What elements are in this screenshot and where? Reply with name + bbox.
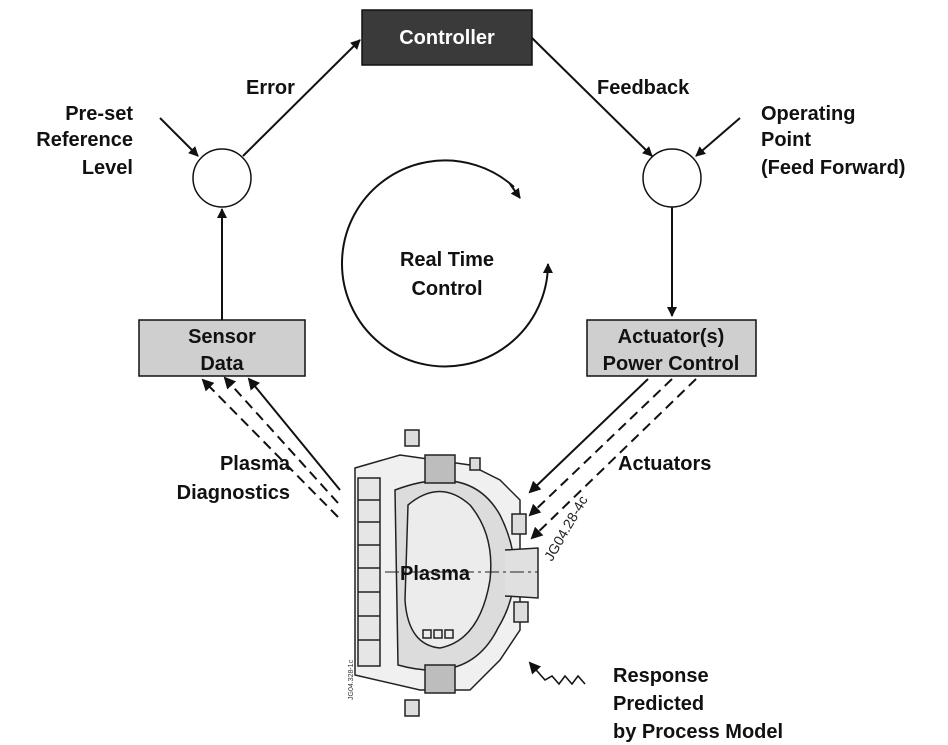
svg-text:Sensor: Sensor	[188, 326, 256, 348]
response-label: Response Predicted by Process Model	[613, 665, 783, 743]
tokamak-cross-section	[354, 429, 539, 717]
svg-text:Real Time: Real Time	[400, 249, 494, 271]
small-code-label: JG04.328-1c	[348, 659, 355, 700]
real-time-cycle-arrow	[341, 159, 553, 368]
left-summing-junction	[192, 148, 252, 208]
controller-label: Controller	[399, 27, 495, 49]
svg-text:Power Control: Power Control	[603, 353, 740, 375]
operating-point-label: Operating Point (Feed Forward)	[761, 103, 905, 179]
plasma-diagnostics-label: Plasma Diagnostics	[177, 453, 291, 504]
preset-arrow	[159, 117, 199, 157]
plasma-label: Plasma	[400, 563, 471, 585]
svg-text:Response: Response	[613, 665, 709, 687]
svg-text:Diagnostics: Diagnostics	[177, 482, 290, 504]
sensor-data-box: Sensor Data	[138, 319, 306, 377]
actuator-power-control-box: Actuator(s) Power Control	[586, 319, 757, 377]
svg-text:Pre-set: Pre-set	[65, 103, 133, 125]
operating-point-arrow	[695, 117, 741, 157]
svg-text:Operating: Operating	[761, 103, 855, 125]
svg-text:Predicted: Predicted	[613, 693, 704, 715]
svg-text:Actuator(s): Actuator(s)	[618, 326, 725, 348]
controller-box: Controller	[361, 9, 533, 66]
error-arrow	[242, 39, 361, 157]
svg-text:Level: Level	[82, 157, 133, 179]
svg-text:Reference: Reference	[36, 129, 133, 151]
svg-text:Plasma: Plasma	[220, 453, 291, 475]
svg-text:(Feed Forward): (Feed Forward)	[761, 157, 905, 179]
right-summing-junction	[642, 148, 702, 208]
figure-id-label: JG04.28-4c	[541, 493, 591, 564]
actuator-arrows	[528, 378, 697, 540]
actuators-label: Actuators	[618, 453, 711, 475]
real-time-control-label: Real Time Control	[400, 249, 494, 300]
feedback-label: Feedback	[597, 77, 690, 99]
preset-reference-label: Pre-set Reference Level	[36, 103, 133, 179]
feedback-arrow	[531, 37, 653, 157]
svg-text:Data: Data	[200, 353, 244, 375]
error-label: Error	[246, 77, 295, 99]
svg-text:Control: Control	[411, 278, 482, 300]
svg-text:Point: Point	[761, 129, 811, 151]
plasma-diagnostics-arrows	[201, 376, 341, 518]
real-time-cycle-arrowhead	[509, 183, 521, 199]
svg-text:by Process Model: by Process Model	[613, 721, 783, 743]
response-squiggle-arrow	[528, 661, 586, 686]
